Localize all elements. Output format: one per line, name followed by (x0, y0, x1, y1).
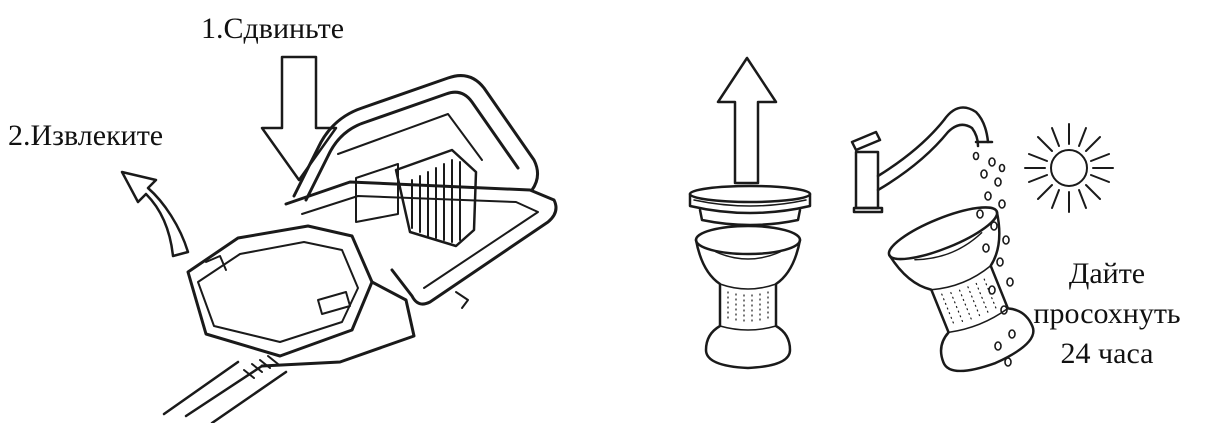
curved-arrow-icon (120, 170, 190, 258)
step-slide-label: 1.Сдвиньте (201, 12, 345, 45)
filter-cup-icon (694, 224, 802, 370)
tilted-filter-cup-icon (887, 206, 1035, 373)
dry-note-line: Дайте (1068, 257, 1146, 290)
up-arrow-icon (716, 56, 778, 185)
dry-note-line: 24 часа (1060, 337, 1154, 370)
filter-lid-icon (688, 184, 812, 227)
down-arrow-icon (260, 55, 338, 182)
dry-note-line: просохнуть (1033, 297, 1181, 330)
vacuum-body-icon (162, 74, 558, 423)
dry-instruction-note: Дайте просохнуть 24 часа (1009, 254, 1205, 374)
sun-icon (1024, 123, 1114, 213)
faucet-icon (850, 106, 994, 214)
step-extract-label: 2.Извлеките (8, 119, 164, 152)
